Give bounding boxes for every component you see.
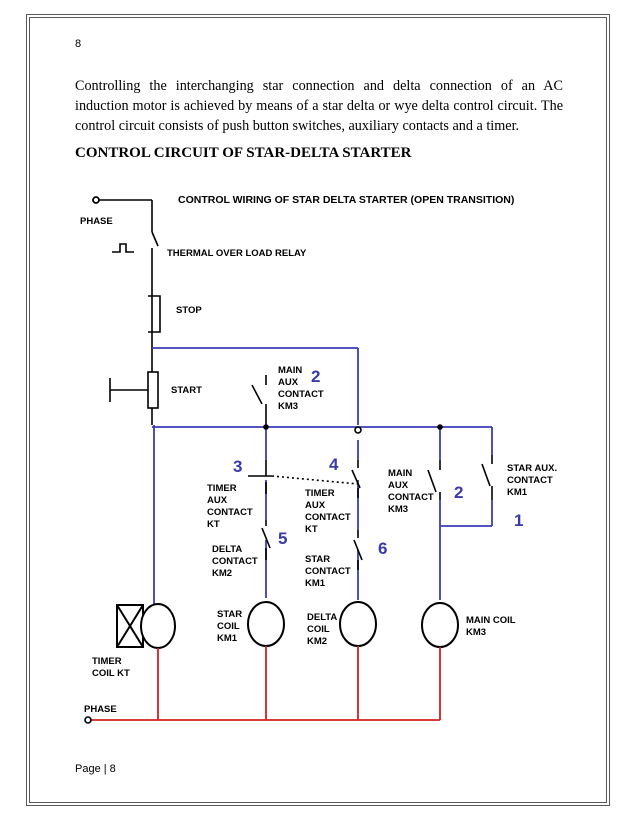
ref-number-2-top: 2: [311, 367, 320, 386]
label-timer-aux2-d: KT: [305, 524, 318, 535]
label-delta-contact-b: CONTACT: [212, 556, 258, 567]
label-main-aux2-d: KM3: [388, 504, 408, 515]
label-main-aux2-a: MAIN: [388, 468, 412, 479]
page-border: [26, 14, 610, 806]
main-supply-chain: [92, 196, 161, 425]
ref-number-4: 4: [329, 455, 339, 474]
label-star-coil-b: COIL: [217, 621, 240, 632]
label-phase-top: PHASE: [80, 216, 113, 227]
ref-number-1: 1: [514, 511, 523, 530]
label-star-aux-c: KM1: [507, 487, 528, 498]
label-star-aux-a: STAR AUX.: [507, 463, 557, 474]
label-delta-coil-c: KM2: [307, 636, 327, 647]
phase-terminal-bottom: [84, 716, 92, 724]
diagram-title: CONTROL WIRING OF STAR DELTA STARTER (OP…: [178, 194, 514, 206]
label-phase-bottom: PHASE: [84, 704, 117, 715]
label-main-aux-km3-a: MAIN: [278, 365, 302, 376]
ref-number-6: 6: [378, 539, 387, 558]
label-main-coil-a: MAIN COIL: [466, 615, 516, 626]
label-timer-aux-d: KT: [207, 519, 220, 530]
label-star-contact-c: KM1: [305, 578, 326, 589]
ref-number-5: 5: [278, 529, 287, 548]
label-delta-contact-a: DELTA: [212, 544, 242, 555]
label-star-contact-a: STAR: [305, 554, 330, 565]
red-wiring: [90, 646, 441, 721]
ref-number-3: 3: [233, 457, 242, 476]
label-star-coil-a: STAR: [217, 609, 242, 620]
label-overload: THERMAL OVER LOAD RELAY: [167, 248, 307, 259]
label-delta-coil-a: DELTA: [307, 612, 337, 623]
label-start: START: [171, 385, 202, 396]
header-page-number: 8: [75, 38, 82, 50]
label-main-aux-km3-c: CONTACT: [278, 389, 324, 400]
label-main-coil-b: KM3: [466, 627, 486, 638]
label-timer-aux-b: AUX: [207, 495, 228, 506]
phase-terminal-top: [92, 196, 100, 204]
label-main-aux-km3-d: KM3: [278, 401, 298, 412]
label-delta-coil-b: COIL: [307, 624, 330, 635]
label-stop: STOP: [176, 305, 202, 316]
footer-page-label: Page | 8: [75, 763, 116, 775]
label-star-aux-b: CONTACT: [507, 475, 553, 486]
label-timer-aux2-b: AUX: [305, 500, 326, 511]
label-main-aux-km3-b: AUX: [278, 377, 299, 388]
label-main-aux2-c: CONTACT: [388, 492, 434, 503]
label-timer-aux2-c: CONTACT: [305, 512, 351, 523]
label-timer-coil-b: COIL KT: [92, 668, 130, 679]
body-paragraph: Controlling the interchanging star conne…: [75, 78, 563, 134]
label-star-contact-b: CONTACT: [305, 566, 351, 577]
label-timer-aux2-a: TIMER: [305, 488, 335, 499]
ref-number-2-right: 2: [454, 483, 463, 502]
label-delta-contact-c: KM2: [212, 568, 232, 579]
contacts: [248, 375, 493, 570]
label-timer-aux-c: CONTACT: [207, 507, 253, 518]
label-timer-aux-a: TIMER: [207, 483, 237, 494]
label-star-coil-c: KM1: [217, 633, 238, 644]
label-timer-coil-a: TIMER: [92, 656, 122, 667]
section-heading: CONTROL CIRCUIT OF STAR-DELTA STARTER: [75, 145, 412, 161]
coils: [116, 601, 459, 649]
label-main-aux2-b: AUX: [388, 480, 409, 491]
